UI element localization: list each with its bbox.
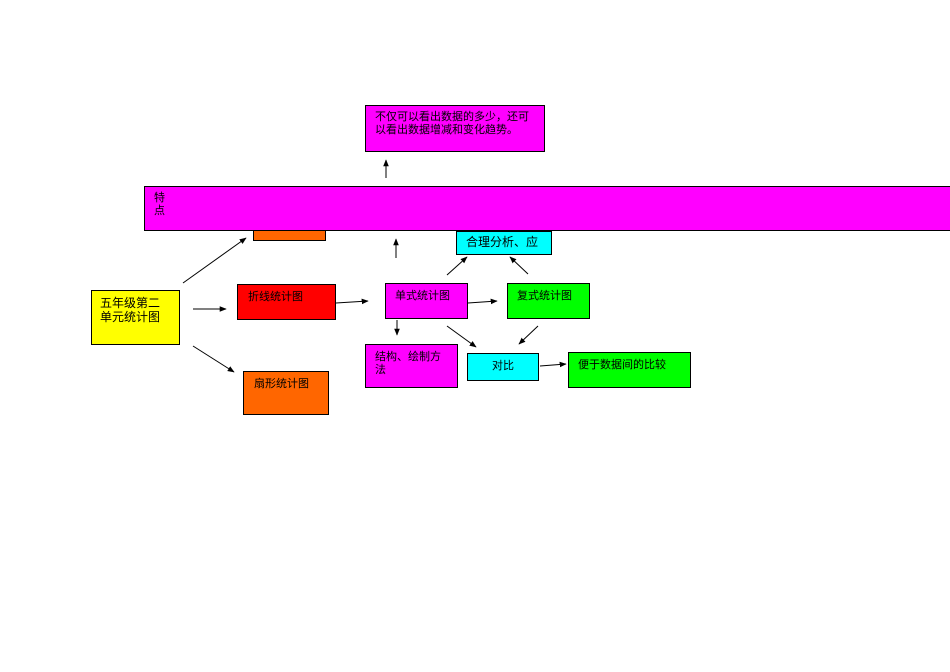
analysis-label: 合理分析、应 (466, 235, 539, 249)
compound-chart-node: 复式统计图 (507, 283, 590, 319)
compound-chart-label: 复式统计图 (517, 289, 572, 302)
arrow-contrast-to-benefit (539, 361, 567, 368)
analysis-node: 合理分析、应 (456, 231, 552, 255)
arrow-root-to-bar (182, 237, 247, 284)
pie-chart-node: 扇形统计图 (243, 371, 329, 415)
compare-benefit-node: 便于数据间的比较 (568, 352, 691, 388)
arrow-root-to-pie (192, 345, 235, 373)
single-chart-node: 单式统计图 (385, 283, 468, 319)
pie-chart-label: 扇形统计图 (254, 377, 309, 390)
compare-benefit-label: 便于数据间的比较 (578, 358, 666, 371)
trait-description-label: 不仅可以看出数据的多少，还可以看出数据增减和变化趋势。 (375, 110, 529, 136)
root-node: 五年级第二单元统计图 (91, 290, 180, 345)
arrow-compound-to-contrast (518, 325, 539, 345)
line-chart-label: 折线统计图 (248, 290, 303, 303)
trait-banner: 特点 (144, 186, 950, 231)
structure-label: 结构、绘制方法 (375, 350, 441, 376)
root-label: 五年级第二单元统计图 (100, 296, 161, 324)
structure-node: 结构、绘制方法 (365, 344, 458, 388)
line-chart-node: 折线统计图 (237, 284, 336, 320)
trait-description-node: 不仅可以看出数据的多少，还可以看出数据增减和变化趋势。 (365, 105, 545, 152)
contrast-node: 对比 (467, 353, 539, 381)
arrow-single-to-compound (467, 298, 498, 305)
single-chart-label: 单式统计图 (395, 289, 450, 302)
arrow-line-to-single (335, 298, 369, 305)
trait-label: 特点 (154, 191, 165, 217)
arrow-single-to-analysis (446, 256, 468, 276)
contrast-label: 对比 (492, 359, 514, 372)
arrow-compound-to-analysis (509, 256, 529, 275)
